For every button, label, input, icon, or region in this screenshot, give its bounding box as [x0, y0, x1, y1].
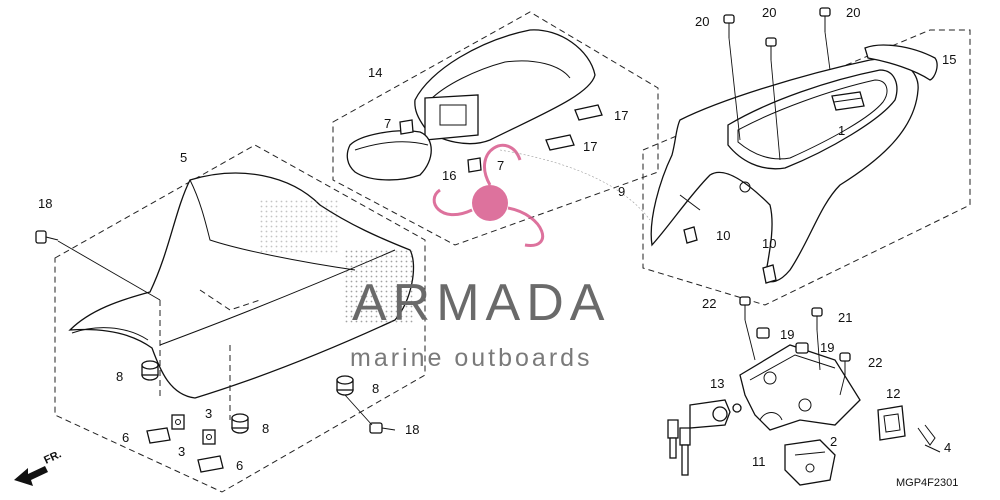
- callout-c8b: 8: [372, 381, 379, 396]
- stay-collar-2[interactable]: [795, 342, 809, 354]
- stay-bolt-3[interactable]: [811, 307, 823, 330]
- watermark-logo: [432, 143, 651, 247]
- seat-bolt-left[interactable]: [35, 230, 59, 244]
- cowl-clip-1[interactable]: [683, 226, 698, 244]
- callout-c20c: 20: [846, 5, 860, 20]
- callout-c10b: 10: [762, 236, 776, 251]
- cowl-tape-1[interactable]: [574, 104, 603, 121]
- callout-c18a: 18: [38, 196, 52, 211]
- callout-c16: 16: [442, 168, 456, 183]
- callout-c22a: 22: [702, 296, 716, 311]
- cowl-pad-small-2[interactable]: [467, 157, 482, 173]
- seat-lock-cylinder[interactable]: [689, 399, 742, 429]
- callout-c15: 15: [942, 52, 956, 67]
- seat-latch[interactable]: [784, 439, 836, 486]
- callout-c17b: 17: [583, 139, 597, 154]
- key-1[interactable]: [679, 427, 691, 476]
- front-label: FR.: [42, 448, 63, 466]
- cowl-bolt-2[interactable]: [765, 37, 777, 60]
- callout-c7a: 7: [384, 116, 391, 131]
- callout-c20b: 20: [762, 5, 776, 20]
- callout-c3a: 3: [205, 406, 212, 421]
- cowl-pad[interactable]: [346, 130, 432, 181]
- latch-spring[interactable]: [917, 424, 941, 453]
- cowl-tape-2[interactable]: [545, 134, 575, 151]
- latch-guide[interactable]: [877, 405, 906, 441]
- callout-c8c: 8: [262, 421, 269, 436]
- seat-bolt-right[interactable]: [369, 422, 396, 434]
- seat-cushion-2[interactable]: [336, 375, 354, 396]
- callout-c7b: 7: [497, 158, 504, 173]
- seat-clip-2[interactable]: [202, 429, 216, 445]
- callout-c6b: 6: [236, 458, 243, 473]
- callout-c14: 14: [368, 65, 382, 80]
- cowl-clip-2[interactable]: [762, 264, 777, 284]
- stay-bolt-1[interactable]: [739, 296, 751, 320]
- callout-c21: 21: [838, 310, 852, 325]
- seat-pad-2[interactable]: [197, 455, 224, 473]
- seat-cushion-3[interactable]: [231, 413, 249, 434]
- callout-c6a: 6: [122, 430, 129, 445]
- callout-c13: 13: [710, 376, 724, 391]
- diagram-code: MGP4F2301: [896, 477, 958, 489]
- main-seat[interactable]: [68, 172, 415, 420]
- key-2[interactable]: [667, 419, 679, 459]
- grab-rail[interactable]: [864, 44, 938, 81]
- callout-c22b: 22: [868, 355, 882, 370]
- cowl-pad-small-1[interactable]: [399, 119, 414, 135]
- callout-c4: 4: [944, 440, 951, 455]
- callout-c1: 1: [838, 123, 845, 138]
- callout-c5: 5: [180, 150, 187, 165]
- callout-c19b: 19: [820, 340, 834, 355]
- callout-c3b: 3: [178, 444, 185, 459]
- seat-lock-stay[interactable]: [739, 344, 861, 431]
- front-direction-arrow: [14, 466, 48, 486]
- callout-c2: 2: [830, 434, 837, 449]
- seat-cushion-1[interactable]: [141, 360, 159, 381]
- rear-cowl[interactable]: [650, 58, 919, 283]
- callout-c11: 11: [752, 454, 766, 469]
- cowl-group-boundary: [332, 11, 659, 246]
- cowl-bolt-3[interactable]: [819, 7, 831, 32]
- callout-c18b: 18: [405, 422, 419, 437]
- callout-c20a: 20: [695, 14, 709, 29]
- watermark: ARMADA marine outboards: [350, 143, 651, 372]
- watermark-title: ARMADA: [352, 274, 610, 332]
- storage-pad[interactable]: [831, 91, 865, 111]
- stay-collar-1[interactable]: [756, 327, 770, 339]
- stay-bolt-2[interactable]: [839, 352, 851, 375]
- rear-seat-cowl[interactable]: [414, 29, 596, 145]
- callout-c9: 9: [618, 184, 625, 199]
- callout-c19a: 19: [780, 327, 794, 342]
- callout-c17a: 17: [614, 108, 628, 123]
- cowl-bolt-1[interactable]: [723, 14, 735, 38]
- callout-c12: 12: [886, 386, 900, 401]
- watermark-subtitle: marine outboards: [350, 344, 593, 372]
- callout-c10a: 10: [716, 228, 730, 243]
- seat-clip-1[interactable]: [171, 414, 185, 430]
- seat-pad-1[interactable]: [146, 427, 171, 444]
- tail-group-boundary: [642, 29, 971, 306]
- callout-c8a: 8: [116, 369, 123, 384]
